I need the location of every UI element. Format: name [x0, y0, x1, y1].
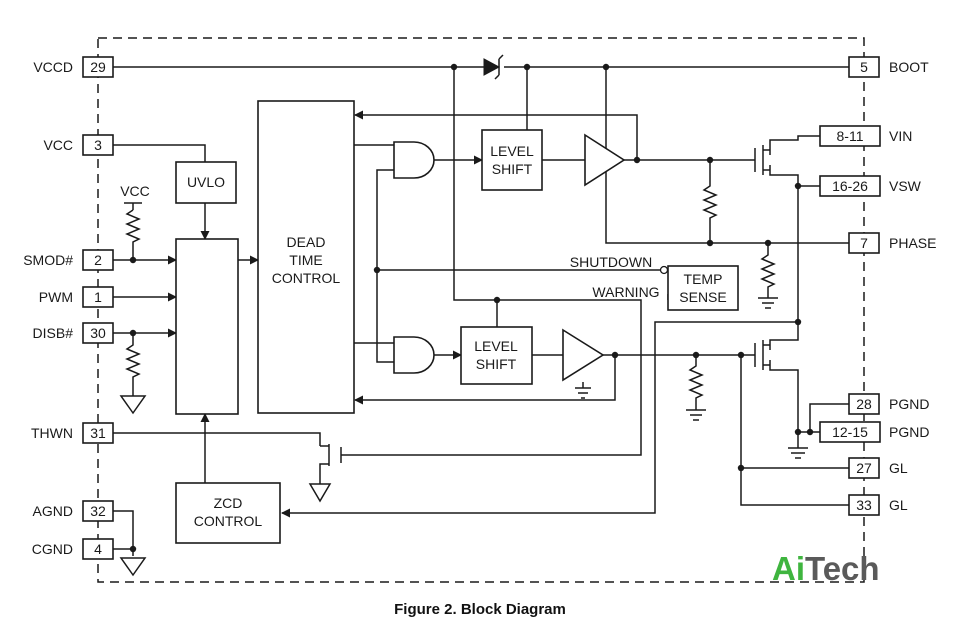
- pin-agnd: AGND 32: [33, 500, 114, 522]
- pin-pgnd-12-15: 12-15 PGND: [819, 421, 929, 443]
- pin-pwm-number: 1: [94, 289, 102, 305]
- pin-agnd-label: AGND: [33, 503, 73, 519]
- pin-vcc-label: VCC: [43, 137, 73, 153]
- pin-phase-label: PHASE: [889, 235, 936, 251]
- temp-sense-line2: SENSE: [679, 289, 726, 305]
- vcc-ref-label: VCC: [120, 183, 150, 199]
- pin-disb: DISB# 30: [33, 322, 114, 344]
- high-side-fet-icon: [754, 145, 770, 175]
- zcd-line2: CONTROL: [194, 513, 263, 529]
- pin-gl-33-number: 33: [856, 497, 872, 513]
- level-shift-top-block: LEVEL SHIFT: [481, 129, 543, 191]
- zcd-line1: ZCD: [214, 495, 243, 511]
- shutdown-inverter-bubble-icon: [659, 265, 669, 275]
- pin-vsw: 16-26 VSW: [819, 175, 922, 197]
- pin-gl-27: 27 GL: [848, 457, 908, 479]
- ground-icon-driver-bottom: [575, 382, 591, 399]
- shutdown-label: SHUTDOWN: [570, 254, 652, 270]
- dead-time-line3: CONTROL: [272, 270, 341, 286]
- pin-pgnd-28: 28 PGND: [848, 393, 929, 415]
- pin-boot-number: 5: [860, 59, 868, 75]
- vcc-reference: VCC: [120, 183, 150, 199]
- pin-smod-label: SMOD#: [23, 252, 73, 268]
- pin-gl-33-label: GL: [889, 497, 908, 513]
- pin-disb-label: DISB#: [33, 325, 74, 341]
- pin-vccd: VCCD 29: [33, 56, 114, 78]
- chip-boundary: [97, 37, 865, 583]
- pin-vcc: VCC 3: [43, 134, 114, 156]
- and-gate-bottom-icon: [393, 336, 435, 374]
- pin-thwn-number: 31: [90, 425, 106, 441]
- pin-gl-27-label: GL: [889, 460, 908, 476]
- pin-disb-number: 30: [90, 325, 106, 341]
- svg-text:AiTech: AiTech: [772, 550, 880, 587]
- pin-smod-number: 2: [94, 252, 102, 268]
- pin-vsw-label: VSW: [889, 178, 922, 194]
- pin-pgnd-12-15-label: PGND: [889, 424, 929, 440]
- pin-gl-33: 33 GL: [848, 494, 908, 516]
- warning-label: WARNING: [592, 284, 659, 300]
- pin-thwn-label: THWN: [31, 425, 73, 441]
- pin-gl-27-number: 27: [856, 460, 872, 476]
- pin-boot-label: BOOT: [889, 59, 929, 75]
- pin-agnd-number: 32: [90, 503, 106, 519]
- temp-sense-block: TEMP SENSE: [667, 265, 739, 311]
- zcd-control-block: ZCD CONTROL: [175, 482, 281, 544]
- boot-diode-icon: [483, 54, 504, 80]
- pin-vccd-number: 29: [90, 59, 106, 75]
- ground-icon-disb: [119, 395, 147, 415]
- driver-top-icon: [584, 133, 626, 187]
- pin-boot: 5 BOOT: [848, 56, 929, 78]
- pin-smod: SMOD# 2: [23, 249, 114, 271]
- low-side-fet-icon: [754, 340, 770, 370]
- watermark-part2: Tech: [805, 550, 880, 587]
- ground-icon-gate-bottom: [686, 409, 706, 421]
- ground-icon-pgnd: [788, 447, 808, 459]
- watermark-part1: Ai: [772, 550, 805, 587]
- pin-vcc-number: 3: [94, 137, 102, 153]
- logic-block: [175, 238, 239, 415]
- uvlo-label: UVLO: [187, 174, 225, 190]
- level-shift-bottom-line1: LEVEL: [474, 338, 518, 354]
- wiring: [113, 66, 849, 556]
- pin-cgnd: CGND 4: [32, 538, 114, 560]
- figure-caption: Figure 2. Block Diagram: [394, 601, 566, 618]
- pin-pgnd-28-label: PGND: [889, 396, 929, 412]
- uvlo-block: UVLO: [175, 161, 237, 204]
- pin-vin-number: 8-11: [837, 128, 864, 144]
- dead-time-control-block: DEAD TIME CONTROL: [257, 100, 355, 414]
- level-shift-top-line1: LEVEL: [490, 143, 534, 159]
- ground-icon-cgnd: [119, 557, 147, 577]
- pin-thwn: THWN 31: [31, 422, 114, 444]
- pin-pwm: PWM 1: [39, 286, 114, 308]
- junction-dots: [129, 63, 814, 553]
- driver-bottom-icon: [562, 328, 605, 382]
- pin-pgnd-28-number: 28: [856, 396, 872, 412]
- pin-vsw-number: 16-26: [832, 178, 868, 194]
- pin-vccd-label: VCCD: [33, 59, 73, 75]
- watermark-logo: AiTech: [772, 550, 880, 587]
- pin-phase-number: 7: [860, 235, 868, 251]
- pin-pgnd-12-15-number: 12-15: [832, 424, 868, 440]
- pin-cgnd-label: CGND: [32, 541, 73, 557]
- pin-cgnd-number: 4: [94, 541, 102, 557]
- ground-icon-phase: [758, 297, 778, 309]
- dead-time-line1: DEAD: [287, 234, 326, 250]
- pin-phase: 7 PHASE: [848, 232, 936, 254]
- temp-sense-line1: TEMP: [684, 271, 723, 287]
- dead-time-line2: TIME: [289, 252, 322, 268]
- level-shift-top-line2: SHIFT: [492, 161, 533, 177]
- ground-icon-thwn: [308, 483, 332, 503]
- pin-vin-label: VIN: [889, 128, 912, 144]
- pin-vin: 8-11 VIN: [819, 125, 912, 147]
- and-gate-top-icon: [393, 141, 435, 179]
- level-shift-bottom-line2: SHIFT: [476, 356, 517, 372]
- level-shift-bottom-block: LEVEL SHIFT: [460, 326, 533, 385]
- pin-pwm-label: PWM: [39, 289, 73, 305]
